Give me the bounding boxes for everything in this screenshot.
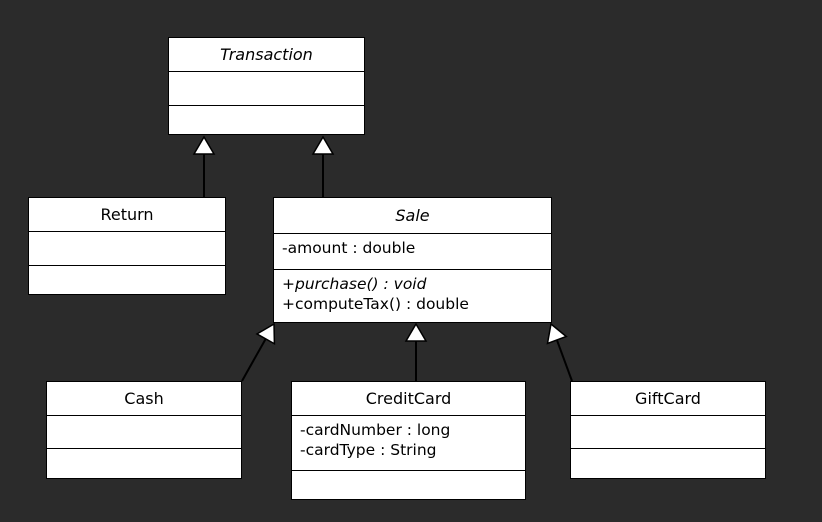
attribute: -cardType : String xyxy=(300,441,437,459)
class-name: GiftCard xyxy=(571,382,765,416)
class-name: Cash xyxy=(47,382,241,416)
operations-compartment xyxy=(571,449,765,478)
operations-compartment xyxy=(47,449,241,478)
class-sale[interactable]: Sale -amount : double +purchase() : void +c… xyxy=(273,197,552,323)
generalization-line xyxy=(555,339,573,382)
attributes-compartment xyxy=(29,232,225,266)
operations-compartment: +purchase() : void +computeTax() : double xyxy=(274,270,551,322)
operation: +computeTax() : double xyxy=(282,295,469,313)
class-cash[interactable]: Cash xyxy=(46,381,242,479)
class-name: Sale xyxy=(274,198,551,234)
attributes-compartment: -amount : double xyxy=(274,234,551,270)
attributes-compartment xyxy=(47,416,241,449)
generalization-arrowhead xyxy=(192,135,216,155)
generalization-arrowhead xyxy=(546,322,568,345)
generalization-arrowhead xyxy=(311,135,335,155)
generalization-arrowhead xyxy=(404,322,428,342)
class-return[interactable]: Return xyxy=(28,197,226,295)
class-name: CreditCard xyxy=(292,382,525,416)
attributes-compartment xyxy=(571,416,765,449)
operation: +purchase() : void xyxy=(282,275,427,293)
attribute: -amount : double xyxy=(282,239,416,257)
attributes-compartment xyxy=(169,72,364,106)
class-name: Return xyxy=(29,198,225,232)
attributes-compartment: -cardNumber : long -cardType : String xyxy=(292,416,525,471)
generalization-arrowhead xyxy=(255,322,276,346)
attribute: -cardNumber : long xyxy=(300,421,451,439)
class-creditcard[interactable]: CreditCard -cardNumber : long -cardType : … xyxy=(291,381,526,500)
class-giftcard[interactable]: GiftCard xyxy=(570,381,766,479)
class-transaction[interactable]: Transaction xyxy=(168,37,365,135)
class-name: Transaction xyxy=(169,38,364,72)
operations-compartment xyxy=(29,266,225,294)
operations-compartment xyxy=(169,106,364,134)
generalization-line xyxy=(241,338,267,382)
operations-compartment xyxy=(292,471,525,499)
